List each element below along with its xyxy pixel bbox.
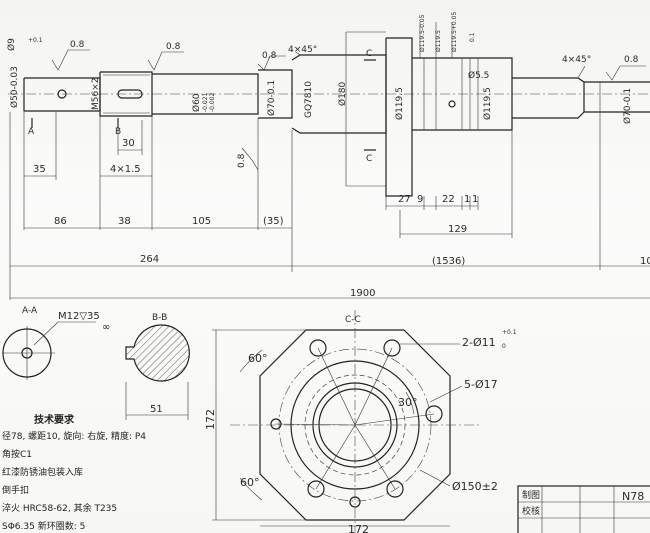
dim-1-b: 1	[472, 194, 478, 205]
dim-gq7810: GQ7810	[304, 81, 314, 118]
flange-angle-top: 60°	[248, 352, 268, 365]
dim-d70-a: Ø70-0.1	[266, 80, 277, 116]
dim-86: 86	[54, 216, 67, 227]
roughness-4: 0.8	[237, 153, 247, 168]
roughness-2: 0.8	[166, 42, 181, 52]
dim-4x15: 4×1.5	[110, 164, 141, 175]
section-b-b-dim: 51	[150, 404, 163, 415]
requirement-line-1: 径78, 螺距10, 旋向: 右旋, 精度: P4	[2, 432, 147, 442]
dim-38: 38	[118, 216, 131, 227]
dim-d9-tol: +0.1	[28, 37, 43, 44]
dim-d60-tol-upper: -0.021	[202, 92, 209, 112]
title-code: N78	[622, 490, 644, 503]
flange-view: C-C 60° 60° 30° 2-Ø11 +0.1 0	[204, 310, 517, 533]
roughness-3: 0.8	[262, 51, 277, 61]
dim-1900: 1900	[350, 288, 375, 299]
roughness-symbols: 0.8 0.8 0.8 0.8 0.8	[51, 40, 646, 171]
section-mark-c-top: C	[366, 49, 372, 59]
section-mark-c-bottom: C	[366, 154, 372, 164]
flange-height: 172	[204, 409, 217, 430]
dim-27: 27	[398, 194, 411, 205]
section-b-b: B-B ∞ 51	[102, 313, 190, 420]
section-a-a-thread: M12▽35	[58, 311, 100, 322]
section-a-a: A-A M12▽35	[2, 306, 100, 380]
dim-1-a: 1	[464, 194, 470, 205]
dim-105: 105	[192, 216, 211, 227]
dim-1536: (1536)	[432, 256, 465, 267]
dim-top-b: Ø119.5	[435, 30, 442, 52]
chamfer-left: 4×45°	[288, 45, 317, 55]
dim-d50: Ø50-0.03	[9, 66, 20, 108]
dim-d60: Ø60	[191, 93, 202, 112]
flange-angle-30: 30°	[398, 396, 418, 409]
roughness-1: 0.8	[70, 40, 85, 50]
dim-top-a: Ø119.5-0.05	[419, 14, 426, 52]
dimension-values: 35 30 4×1.5 86 38 105 (35) 27 9 22 1 1 1…	[33, 138, 650, 299]
dim-129: 129	[448, 224, 467, 235]
dim-d180: Ø180	[337, 81, 348, 106]
section-b-b-symbol: ∞	[102, 322, 110, 333]
section-a-a-label: A-A	[22, 306, 38, 316]
dim-22: 22	[442, 194, 455, 205]
dim-9: 9	[417, 194, 423, 205]
dim-d119-b: Ø119.5	[482, 87, 493, 120]
requirement-line-3: 红漆防锈油包装入库	[2, 468, 84, 478]
dim-top-d: 0.1	[469, 32, 476, 42]
title-block: 制图 校核 N78	[517, 485, 650, 533]
flange-holes-b: 5-Ø17	[464, 378, 498, 391]
dim-d70-b: Ø70-0.1	[622, 88, 633, 124]
flange-bolt-circle: Ø150±2	[452, 480, 498, 493]
dim-10: 10	[640, 256, 650, 267]
section-b-b-label: B-B	[152, 313, 167, 323]
dim-top-c: Ø119.5+0.05	[451, 12, 458, 52]
flange-holes-a-tol: +0.1	[502, 329, 517, 336]
title-drawn-label: 制图	[522, 489, 540, 501]
dim-d5: Ø5.5	[468, 70, 489, 81]
requirement-line-2: 角按C1	[2, 450, 33, 460]
dim-d119-a: Ø119.5	[394, 87, 405, 120]
requirement-line-4: 倒手扣	[2, 486, 30, 496]
dim-30: 30	[122, 138, 135, 149]
flange-angle-bottom: 60°	[240, 476, 260, 489]
requirements-title: 技术要求	[34, 415, 74, 426]
diameter-labels: Ø50-0.03 Ø9 +0.1 M56×2 Ø60 -0.021 -0.002…	[6, 12, 633, 124]
roughness-5: 0.8	[624, 55, 639, 65]
flange-label: C-C	[345, 315, 361, 325]
requirement-line-5: 淬火 HRC58-62, 其余 T235	[2, 504, 118, 514]
flange-holes-a-tol-lower: 0	[502, 343, 506, 350]
section-mark-a: A	[28, 127, 35, 137]
flange-holes-a: 2-Ø11	[462, 336, 496, 349]
chamfer-right: 4×45°	[562, 55, 591, 65]
dim-35-ref: (35)	[263, 216, 284, 227]
shaft-outline	[8, 37, 650, 270]
requirement-line-6: SΦ6.35 新环圈数: 5	[2, 522, 86, 532]
dim-35: 35	[33, 164, 46, 175]
title-checked-label: 校核	[522, 505, 540, 517]
dim-d9: Ø9	[6, 38, 17, 51]
dim-264: 264	[140, 254, 159, 265]
dim-m56: M56×2	[91, 78, 101, 110]
dim-d60-tol-lower: -0.002	[209, 92, 216, 112]
dimension-lines	[9, 112, 650, 300]
flange-width: 172	[348, 523, 369, 533]
